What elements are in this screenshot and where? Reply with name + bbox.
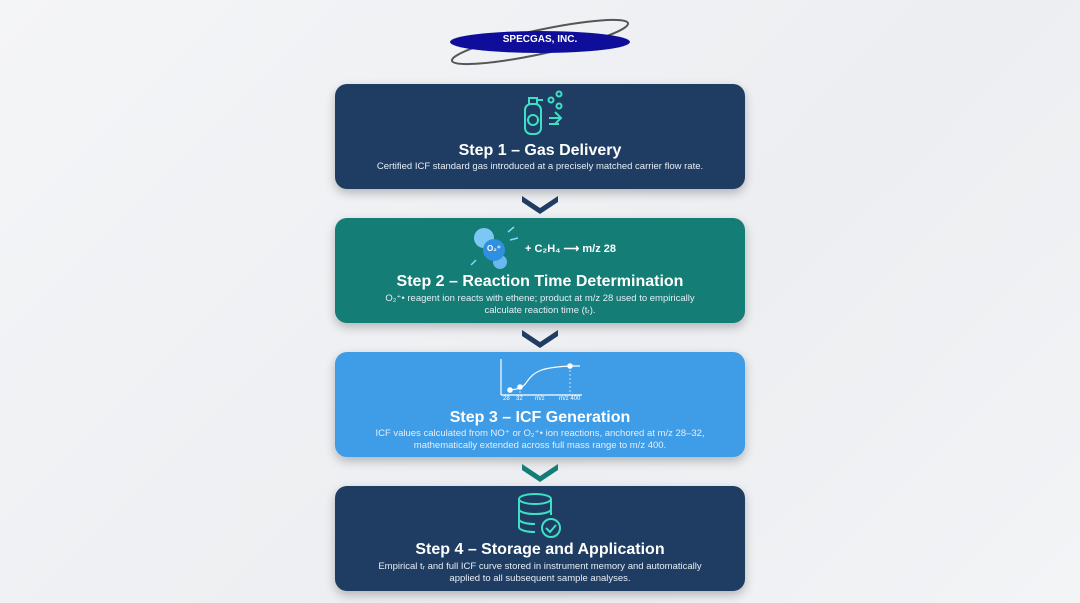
curve-chart-icon: [500, 359, 582, 396]
step-1-description: Certified ICF standard gas introduced at…: [376, 161, 704, 172]
step-4-description: Empirical tᵣ and full ICF curve stored i…: [378, 561, 702, 584]
step-2-card: O₂⁺ + C₂H₄ ⟶ m/z 28 Step 2 – Reaction Ti…: [335, 218, 745, 323]
step-4-card: Step 4 – Storage and Application Empiric…: [335, 486, 745, 591]
step-1-title: Step 1 – Gas Delivery: [458, 142, 622, 159]
step-2-description: O₂⁺• reagent ion reacts with ethene; pro…: [385, 293, 695, 316]
ion-label: O₂⁺: [487, 244, 501, 253]
gas-cylinder-icon: [524, 90, 563, 135]
axis-label-28: 28: [503, 396, 510, 402]
axis-label-32: 32: [516, 396, 523, 402]
reaction-equation: + C₂H₄ ⟶ m/z 28: [525, 243, 617, 255]
step-3-title: Step 3 – ICF Generation: [449, 409, 631, 426]
step-1-card: Step 1 – Gas Delivery Certified ICF stan…: [335, 84, 745, 189]
step-3-card: 28 32 m/z m/z 400 Step 3 – ICF Generatio…: [335, 352, 745, 457]
molecule-icon: [470, 226, 519, 269]
database-check-icon: [518, 493, 561, 538]
specgas-logo: SPECGAS, INC.: [448, 14, 632, 70]
chevron-down-icon: [522, 196, 558, 214]
step-3-description: ICF values calculated from NO⁺ or O₂⁺• i…: [375, 428, 705, 451]
axis-label-mz: m/z: [535, 396, 545, 402]
step-4-title: Step 4 – Storage and Application: [415, 541, 665, 558]
chevron-down-icon: [522, 464, 558, 482]
logo-text: SPECGAS, INC.: [502, 34, 578, 45]
axis-label-mz400: m/z 400: [559, 396, 581, 402]
step-2-title: Step 2 – Reaction Time Determination: [396, 273, 684, 290]
chevron-down-icon: [522, 330, 558, 348]
